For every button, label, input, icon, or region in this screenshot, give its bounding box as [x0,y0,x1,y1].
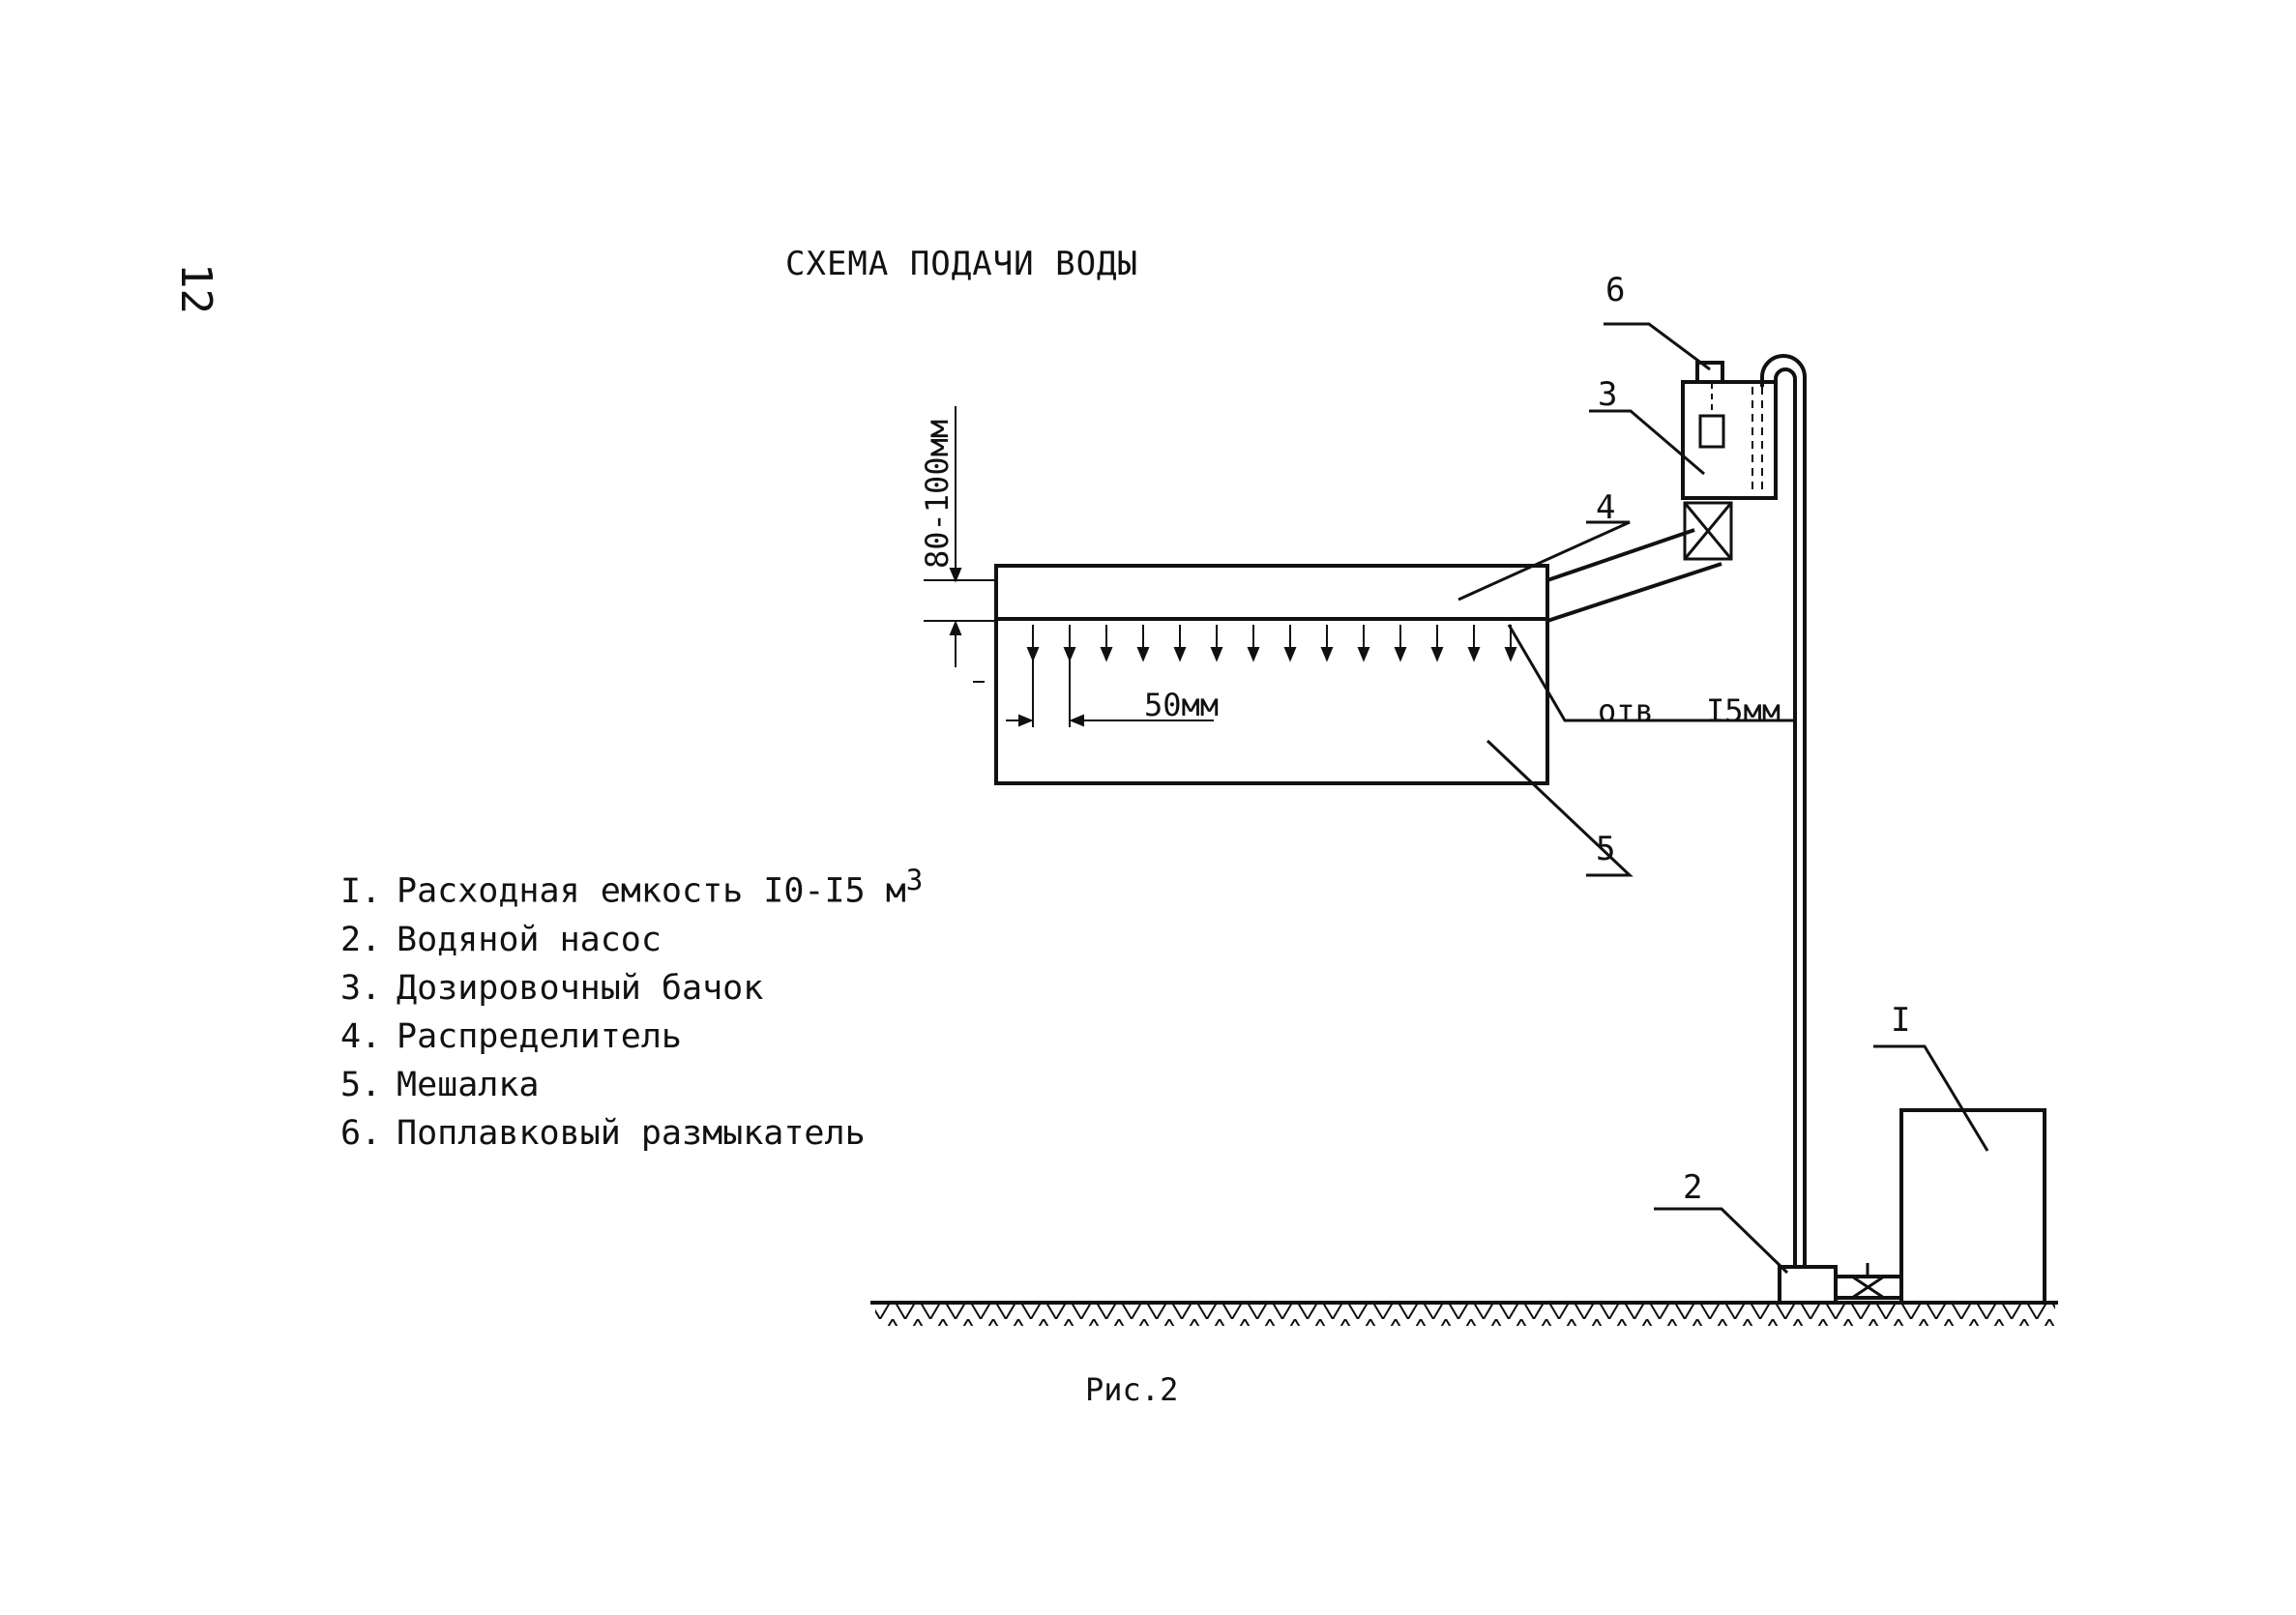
leader-hole [1507,624,1795,722]
page-title: СХЕМА ПОДАЧИ ВОДЫ [785,245,1138,283]
figure-caption: Рис.2 [1085,1371,1179,1408]
legend-num: 3. [340,968,382,1008]
legend-num: 4. [340,1016,382,1056]
legend-text: Распределитель [397,1016,683,1056]
drop [1063,625,1076,662]
ground [870,1301,2058,1326]
dosing-tank [1681,380,1778,500]
leader-2 [1654,1207,1789,1275]
drop [1430,625,1444,662]
outlet-holes [1026,625,1517,662]
drop [1136,625,1150,662]
legend-num: I. [340,871,382,911]
callout-1: I [1891,1001,1911,1040]
legend-text: Мешалка [397,1065,540,1104]
legend-text: Поплавковый размыкатель [397,1113,866,1153]
height-dimension [949,406,985,683]
spacing-dimension [1006,660,1214,727]
hole-size-label: I5мм [1706,692,1781,729]
float-switch [1695,361,1724,384]
legend-item: 2. Водяной насос [340,916,923,964]
callout-2: 2 [1683,1168,1703,1207]
leader-1 [1873,1044,1989,1152]
riser-pipe [1760,354,1807,1267]
legend-num: 5. [340,1065,382,1104]
supply-tank [1899,1108,2046,1305]
drop [1283,625,1297,662]
leader-lines [1457,322,1989,1275]
legend-item: 4. Распределитель [340,1013,923,1061]
mixer-tank [994,617,1549,785]
legend-num: 6. [340,1113,382,1153]
legend: I. Расходная емкость I0-I5 м3 2. Водяной н… [340,856,923,1158]
drop [1210,625,1223,662]
legend-item: 3. Дозировочный бачок [340,964,923,1013]
height-dimension-label: 80-100мм [919,419,956,569]
drop [1467,625,1481,662]
callout-4: 4 [1596,488,1616,527]
drop [1394,625,1407,662]
drop [1173,625,1187,662]
water-pump [1778,1263,1903,1305]
legend-item: 5. Мешалка [340,1061,923,1109]
legend-superscript: 3 [905,864,924,896]
spacing-dimension-label: 50мм [1144,687,1220,723]
distributor [924,501,1733,623]
legend-item: 6. Поплавковый размыкатель [340,1109,923,1158]
drop [1357,625,1370,662]
drop [1320,625,1334,662]
leader-4 [1457,520,1631,602]
callout-5: 5 [1596,830,1616,868]
leader-3 [1589,409,1705,476]
drop [1247,625,1260,662]
legend-text: Дозировочный бачок [397,968,764,1008]
drop [1100,625,1113,662]
legend-text: Водяной насос [397,920,662,959]
hole-label: отв [1598,692,1654,729]
legend-text: Расходная емкость I0-I5 м [397,871,906,911]
callout-6: 6 [1605,271,1626,309]
callout-3: 3 [1598,375,1618,414]
leader-5 [1486,739,1634,877]
legend-num: 2. [340,920,382,959]
drop [1026,625,1040,662]
leader-6 [1604,322,1711,371]
legend-item: I. Расходная емкость I0-I5 м3 [340,856,923,916]
